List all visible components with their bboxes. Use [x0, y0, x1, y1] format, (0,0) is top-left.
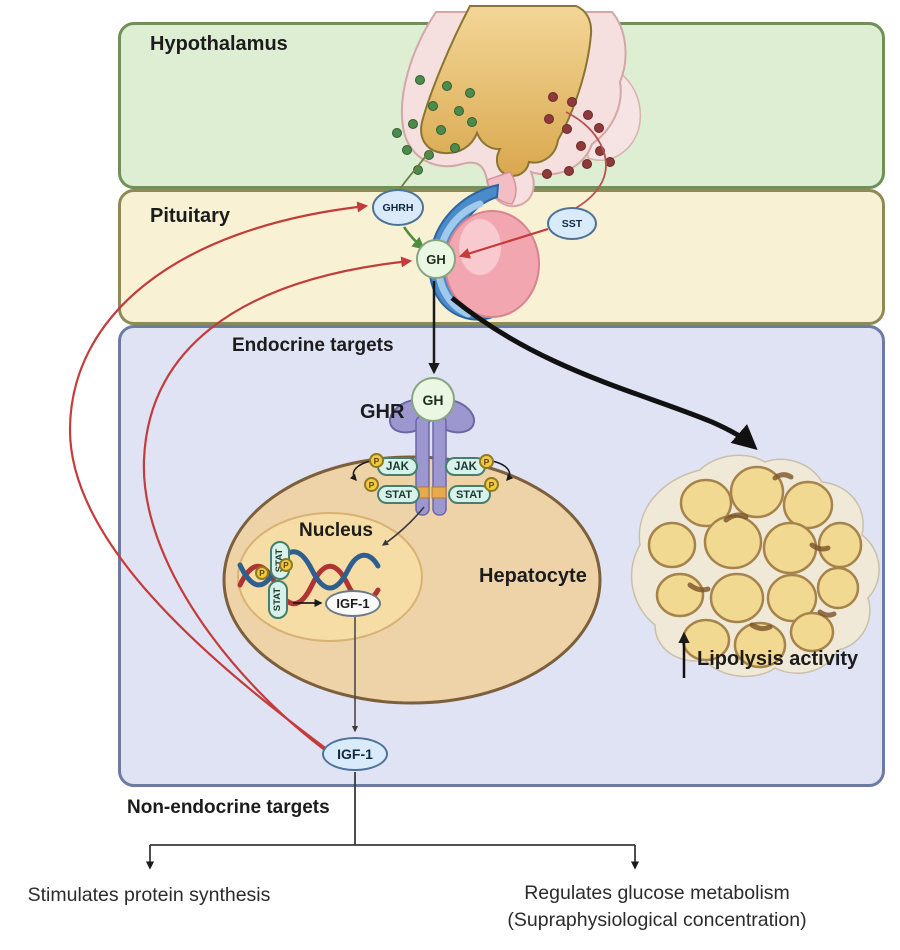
- phospho-badge: P: [255, 566, 269, 580]
- igf1-node-systemic: IGF-1: [322, 737, 388, 771]
- jak-to-stat-arrow-left: [349, 460, 372, 482]
- jak-to-stat-arrow-right: [491, 460, 514, 482]
- gh-node-receptor: GH: [411, 377, 455, 422]
- protein-synthesis-label: Stimulates protein synthesis: [27, 884, 271, 906]
- stat-pill-nuclear-bottom: STAT: [268, 580, 288, 619]
- ghr-label: GHR: [360, 401, 405, 423]
- ghrh-neuron-dots: [392, 75, 477, 175]
- stat-pill-right: STAT: [448, 485, 491, 504]
- hepatocyte-label: Hepatocyte: [479, 565, 587, 587]
- ghrh-node: GHRH: [372, 189, 424, 226]
- endocrine-targets-label: Endocrine targets: [232, 335, 394, 356]
- lipolysis-label: Lipolysis activity: [697, 648, 859, 670]
- nucleus-label: Nucleus: [299, 520, 373, 541]
- stat-pill-nuclear-bottom-label: STAT: [272, 587, 284, 612]
- glucose-metabolism-label-line2: (Supraphysiological concentration): [507, 909, 807, 931]
- hypothalamus-pituitary-illustration: [392, 5, 641, 321]
- receptor-docking-site: [431, 486, 447, 499]
- sst-node: SST: [547, 207, 597, 240]
- igf1-node-nucleus: IGF-1: [325, 590, 381, 617]
- jak-pill-left: JAK: [377, 457, 418, 476]
- sst-neuron-dots: [542, 92, 615, 179]
- phospho-badge: P: [479, 454, 494, 469]
- hypothalamus-label: Hypothalamus: [150, 33, 288, 55]
- glucose-metabolism-label-line1: Regulates glucose metabolism: [524, 882, 790, 904]
- stat-pill-left: STAT: [377, 485, 420, 504]
- non-endocrine-targets-label: Non-endocrine targets: [127, 797, 330, 818]
- igf1-negative-feedback-arrows: [68, 201, 413, 755]
- sst-inhibits-gh-arrow: [458, 227, 549, 259]
- pituitary-label: Pituitary: [150, 205, 231, 227]
- phospho-badge: P: [369, 453, 384, 468]
- stat-to-nucleus-arrow: [381, 506, 425, 546]
- phospho-badge: P: [279, 558, 293, 572]
- gh-to-adipose-arrow: [450, 296, 758, 450]
- phospho-badge: P: [364, 477, 379, 492]
- adipocyte-cluster: [630, 454, 880, 678]
- gh-node-pituitary: GH: [416, 239, 456, 279]
- igf1-effects-tree: [145, 772, 640, 870]
- phospho-badge: P: [484, 477, 499, 492]
